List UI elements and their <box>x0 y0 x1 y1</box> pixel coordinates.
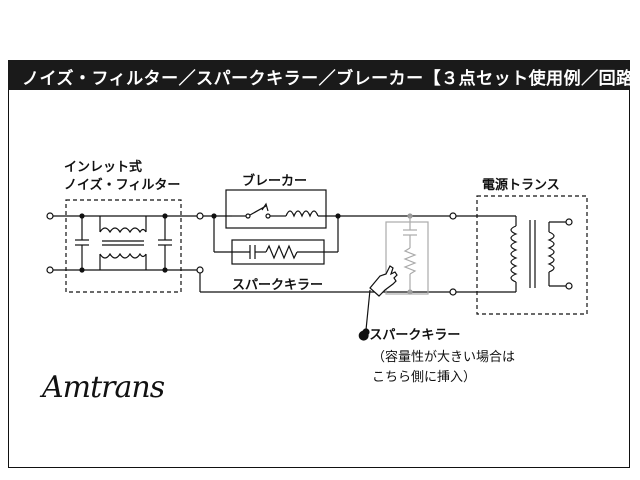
spark-killer-label: スパークキラー <box>232 278 324 293</box>
filter-output-bottom <box>196 266 204 274</box>
coil-icon <box>547 231 555 273</box>
alt-spark-killer <box>385 216 429 295</box>
transformer-output-top <box>565 218 573 226</box>
amtrans-logo: Amtrans <box>42 370 165 405</box>
resistor-icon <box>265 244 298 260</box>
transformer-label: 電源トランス <box>482 178 560 193</box>
switch-icon <box>232 202 271 219</box>
input-terminal-bottom <box>46 266 54 274</box>
coil-icon <box>285 210 319 218</box>
filter-output-top <box>196 212 204 220</box>
inlet-filter-label-1: インレット式 <box>64 160 143 175</box>
capacitor-icon <box>249 245 256 259</box>
breaker-label: ブレーカー <box>242 174 308 189</box>
pointing-hand-icon <box>369 265 398 297</box>
spark-killer-note-title: ●スパークキラー <box>358 328 461 343</box>
transformer-output-bottom <box>565 282 573 290</box>
coil-icon <box>99 216 147 270</box>
noise-filter-box <box>65 199 182 293</box>
title-bar: ノイズ・フィルター／スパークキラー／ブレーカー【３点セット使用例／回路図】 <box>8 60 640 90</box>
input-terminal-top <box>46 212 54 220</box>
page-title: ノイズ・フィルター／スパークキラー／ブレーカー【３点セット使用例／回路図】 <box>22 69 640 89</box>
breaker-box <box>225 189 327 229</box>
transformer-input-bottom <box>449 288 457 296</box>
spark-killer-note-line-2: こちら側に挿入） <box>372 370 477 385</box>
capacitor-icon <box>75 216 89 270</box>
transformer-box <box>476 195 588 315</box>
spark-killer-note-line-1: （容量性が大きい場合は <box>372 350 516 365</box>
coil-icon <box>510 225 518 283</box>
capacitor-icon <box>158 216 172 270</box>
inlet-filter-label-2: ノイズ・フィルター <box>64 178 181 193</box>
transformer-input-top <box>449 212 457 220</box>
